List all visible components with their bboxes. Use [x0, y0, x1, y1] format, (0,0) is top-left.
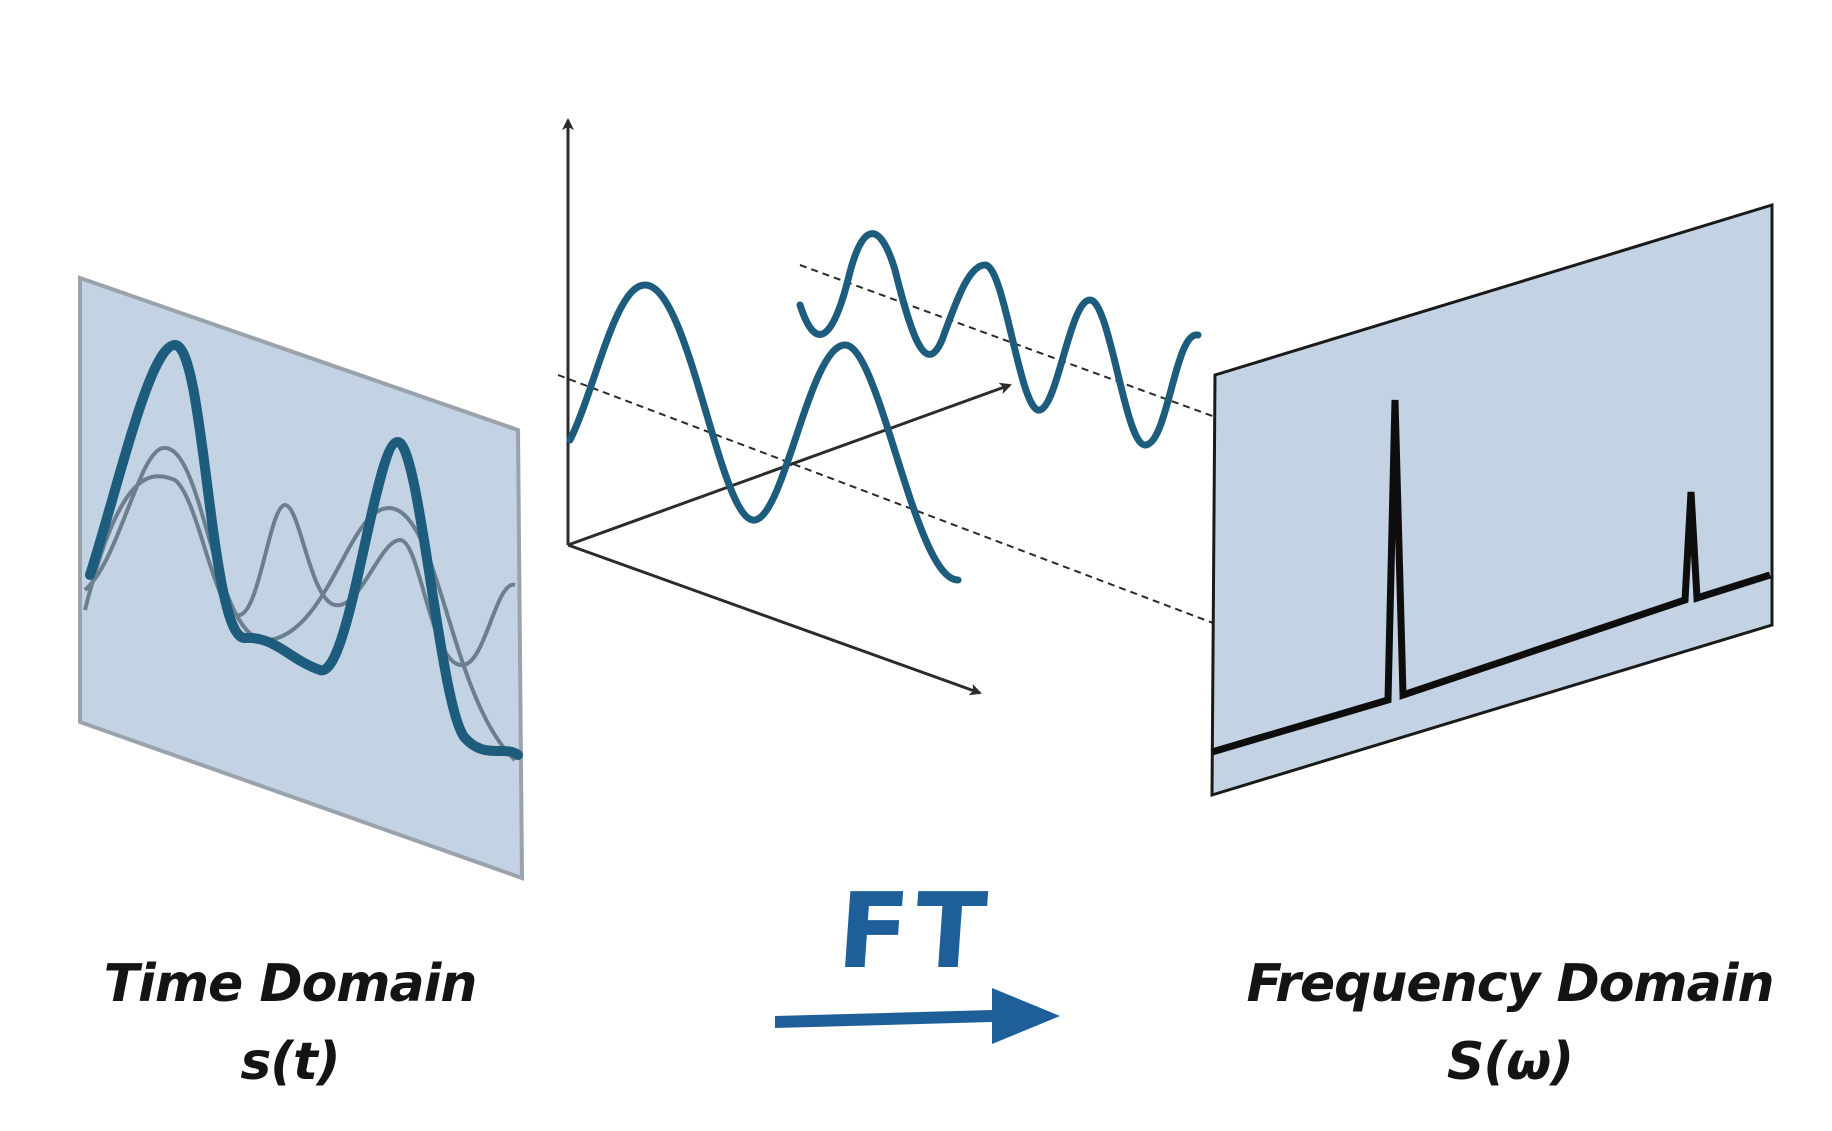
- frequency-domain-caption: Frequency Domain S(ω): [1230, 945, 1790, 1101]
- time-domain-symbol: s(t): [240, 1032, 340, 1092]
- time-domain-caption: Time Domain s(t): [60, 945, 520, 1101]
- ft-arrow: [775, 988, 1060, 1044]
- time-domain-title: Time Domain: [103, 954, 478, 1014]
- frequency-domain-panel: [1210, 202, 1774, 798]
- ft-arrow-shape: [775, 988, 1060, 1044]
- ft-label: FT: [833, 870, 997, 992]
- time-domain-panel: [78, 275, 525, 881]
- time-signal-wave: [85, 339, 523, 760]
- dashed-projection-low: [557, 374, 1391, 691]
- component-wave-low-frequency: [83, 446, 517, 762]
- high-frequency-sinusoid: [796, 230, 1202, 449]
- frequency-spectrum-line: [1211, 399, 1772, 756]
- time-axis: [567, 543, 982, 696]
- low-frequency-sinusoid: [566, 281, 962, 584]
- time-panel-plane: [78, 275, 525, 881]
- frequency-domain-title: Frequency Domain: [1246, 954, 1774, 1014]
- frequency-domain-symbol: S(ω): [1446, 1032, 1574, 1092]
- frequency-panel-plane: [1210, 202, 1774, 798]
